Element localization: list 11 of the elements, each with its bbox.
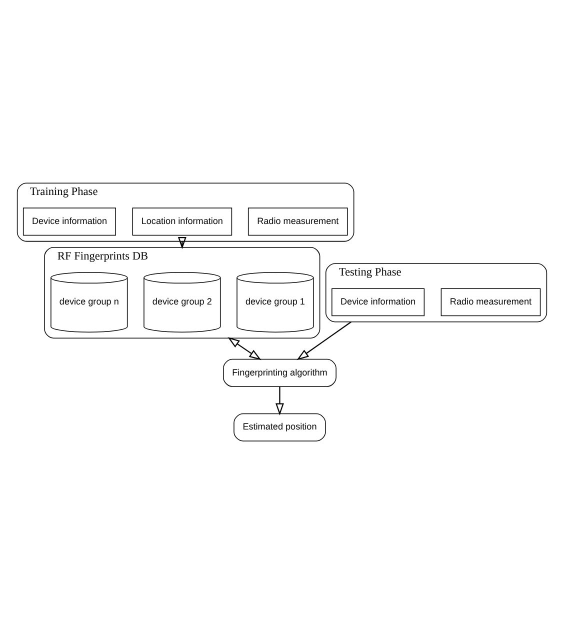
arrow xyxy=(178,236,186,249)
node-box: Fingerprinting algorithm xyxy=(223,358,336,386)
node-box: Estimated position xyxy=(234,412,326,441)
node-box: Radio measurement xyxy=(248,207,348,236)
node-box: Location information xyxy=(132,207,232,236)
arrow xyxy=(296,320,352,360)
arrow xyxy=(228,336,262,360)
node-box: Device information xyxy=(332,288,425,316)
node-box: Device information xyxy=(22,207,116,236)
node-box: Radio measurement xyxy=(440,288,541,316)
arrow xyxy=(276,386,284,415)
